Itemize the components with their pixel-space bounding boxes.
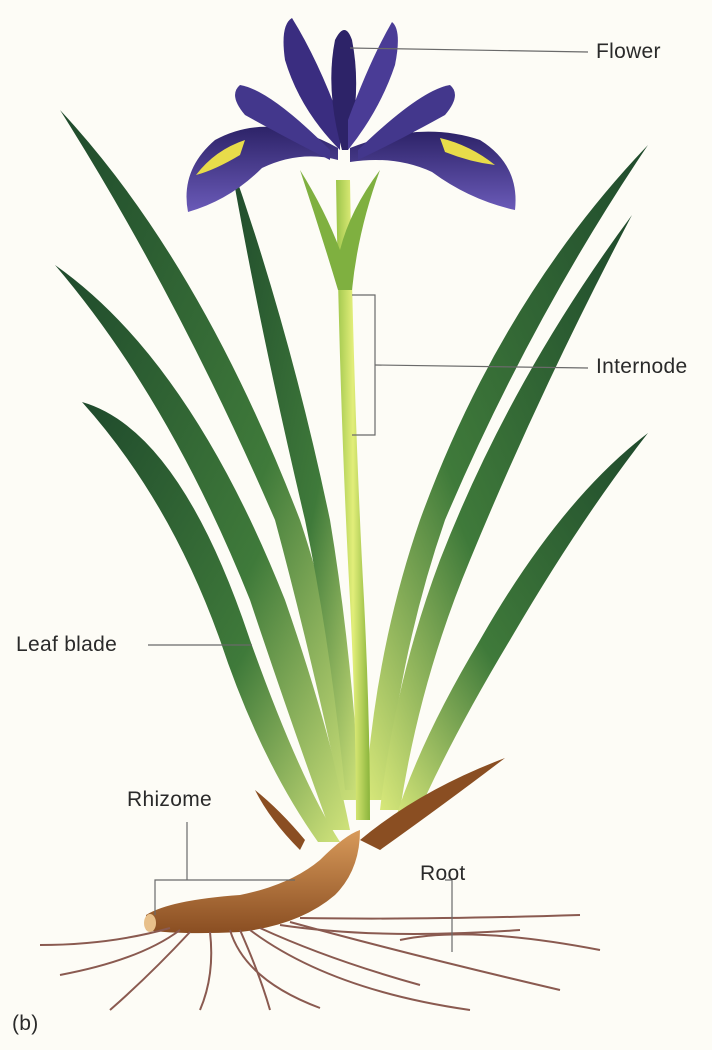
iris-flower [187, 18, 516, 212]
leaf-blade-label: Leaf blade [16, 633, 117, 657]
leaf-right-mid [380, 215, 632, 810]
rhizome-tip [144, 914, 156, 932]
root-label: Root [420, 862, 466, 886]
root-line [400, 934, 600, 950]
root-line [260, 928, 420, 985]
root-line [110, 932, 190, 1010]
internode-label: Internode [596, 355, 687, 379]
root-line [200, 932, 211, 1010]
rhizome-label: Rhizome [127, 788, 212, 812]
root-line [60, 930, 180, 975]
roots [40, 915, 600, 1010]
panel-label: (b) [12, 1012, 39, 1036]
root-line [300, 915, 580, 919]
root-line [230, 930, 320, 1008]
flower-label: Flower [596, 40, 661, 64]
root-line [250, 930, 470, 1010]
root-leader [445, 880, 452, 952]
